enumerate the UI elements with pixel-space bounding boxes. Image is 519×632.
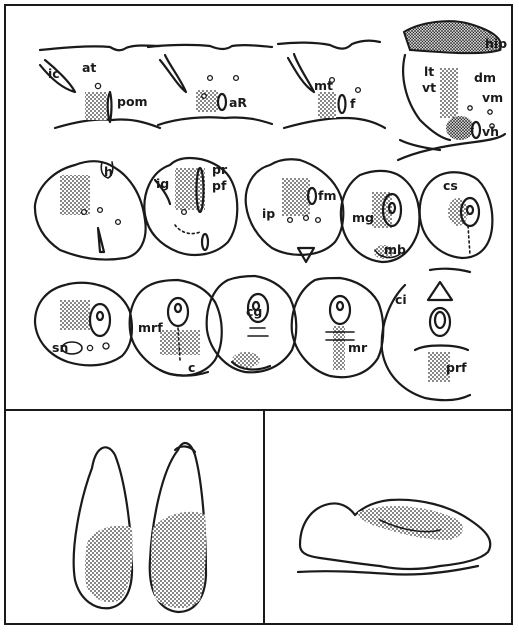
section-2 [148, 45, 272, 125]
label-prf: prf [446, 360, 467, 375]
dorsal-lesion-right [151, 512, 206, 608]
label-h: h [104, 164, 113, 179]
label-sn: sn [52, 340, 68, 355]
label-pom: pom [117, 94, 148, 109]
label-pr: pr [212, 162, 228, 177]
label-ic: ic [48, 66, 60, 81]
dorsal-lesion-left [85, 526, 133, 603]
lesion-area-4 [440, 68, 458, 118]
label-fm: fm [318, 188, 336, 203]
label-dm: dm [474, 70, 496, 85]
label-mr: mr [348, 340, 368, 355]
sagittal-view-diagram [298, 500, 490, 575]
sagittal-lesion [358, 506, 463, 540]
lesion-area-5 [60, 175, 90, 215]
section-5 [35, 161, 146, 259]
label-vh: vh [482, 124, 499, 139]
lesion-area-9 [448, 198, 468, 226]
label-vt: vt [422, 80, 436, 95]
labels: ic at pom aR mt f hip lt vt dm vm vh h p… [48, 36, 507, 375]
lesion-area-7 [282, 178, 310, 216]
section-12 [207, 276, 297, 372]
lesion-area-3 [318, 92, 336, 118]
label-mrf: mrf [138, 320, 163, 335]
lesion-area-2 [196, 90, 218, 112]
label-c: c [188, 360, 195, 375]
label-ci: ci [395, 292, 407, 307]
label-vm: vm [482, 90, 503, 105]
section-1 [40, 46, 160, 129]
label-mg: mg [352, 210, 374, 225]
section-10 [35, 283, 132, 366]
lesion-area-4b [446, 116, 474, 140]
lesion-area-11 [160, 330, 200, 355]
section-7 [246, 159, 344, 262]
label-mb: mb [384, 242, 406, 257]
section-13 [292, 278, 384, 377]
label-ip: ip [262, 206, 275, 221]
label-cg: cg [246, 304, 262, 319]
label-hip: hip [485, 36, 507, 51]
label-lt: lt [424, 64, 434, 79]
dorsal-view-diagram [74, 443, 206, 612]
lesion-area-10 [60, 300, 90, 330]
lesion-area-6 [175, 168, 205, 210]
label-mt: mt [314, 78, 333, 93]
label-cs: cs [443, 178, 458, 193]
lesion-area-1 [85, 92, 107, 120]
label-ah: aR [229, 95, 247, 110]
section-14 [382, 269, 470, 400]
label-at: at [82, 60, 96, 75]
label-pf: pf [212, 178, 227, 193]
label-ig: ig [156, 176, 169, 191]
label-f: f [350, 96, 356, 111]
